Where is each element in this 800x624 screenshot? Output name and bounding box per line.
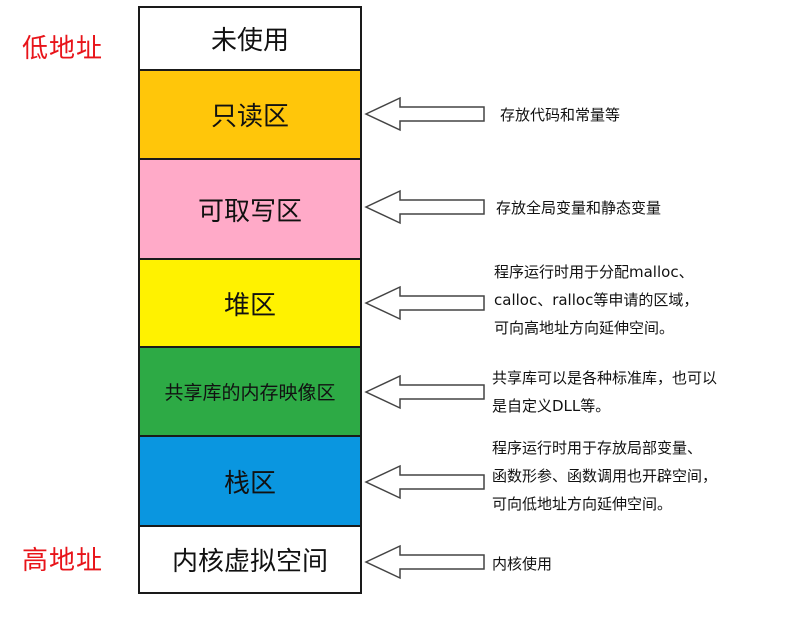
arrow-stack bbox=[364, 464, 485, 500]
note-line: 是自定义DLL等。 bbox=[492, 397, 611, 415]
segment-kernel: 内核虚拟空间 bbox=[140, 527, 360, 592]
note-readwrite: 存放全局变量和静态变量 bbox=[496, 194, 661, 222]
arrow-readwrite bbox=[364, 189, 485, 225]
note-kernel: 内核使用 bbox=[492, 550, 552, 578]
arrow-readonly bbox=[364, 96, 485, 132]
note-line: 存放代码和常量等 bbox=[500, 106, 621, 124]
note-line: 可向高地址方向延伸空间。 bbox=[494, 319, 675, 337]
segment-readonly: 只读区 bbox=[140, 71, 360, 160]
segment-heap: 堆区 bbox=[140, 260, 360, 348]
note-line: 存放全局变量和静态变量 bbox=[496, 199, 662, 217]
note-line: 函数形参、函数调用也开辟空间， bbox=[492, 467, 718, 485]
segment-stack: 栈区 bbox=[140, 437, 360, 527]
note-line: 程序运行时用于存放局部变量、 bbox=[492, 439, 703, 457]
segment-readwrite: 可取写区 bbox=[140, 160, 360, 260]
note-line: calloc、ralloc等申请的区域， bbox=[494, 291, 699, 309]
low-address-label: 低地址 bbox=[22, 34, 104, 64]
arrow-heap bbox=[364, 285, 485, 321]
note-stack: 程序运行时用于存放局部变量、 函数形参、函数调用也开辟空间， 可向低地址方向延伸… bbox=[492, 434, 717, 518]
memory-layout-stack: 未使用 只读区 可取写区 堆区 共享库的内存映像区 栈区 内核虚拟空间 bbox=[138, 6, 362, 594]
note-line: 可向低地址方向延伸空间。 bbox=[492, 495, 673, 513]
note-line: 共享库可以是各种标准库，也可以 bbox=[492, 369, 718, 387]
arrow-kernel bbox=[364, 544, 485, 580]
note-readonly: 存放代码和常量等 bbox=[500, 101, 620, 129]
note-heap: 程序运行时用于分配malloc、 calloc、ralloc等申请的区域， 可向… bbox=[494, 258, 698, 342]
segment-shared-library: 共享库的内存映像区 bbox=[140, 348, 360, 437]
high-address-label: 高地址 bbox=[22, 546, 104, 576]
arrow-shared-library bbox=[364, 374, 485, 410]
note-line: 内核使用 bbox=[492, 555, 553, 573]
note-shared-library: 共享库可以是各种标准库，也可以 是自定义DLL等。 bbox=[492, 364, 717, 420]
segment-unused: 未使用 bbox=[140, 8, 360, 71]
note-line: 程序运行时用于分配malloc、 bbox=[494, 263, 694, 281]
